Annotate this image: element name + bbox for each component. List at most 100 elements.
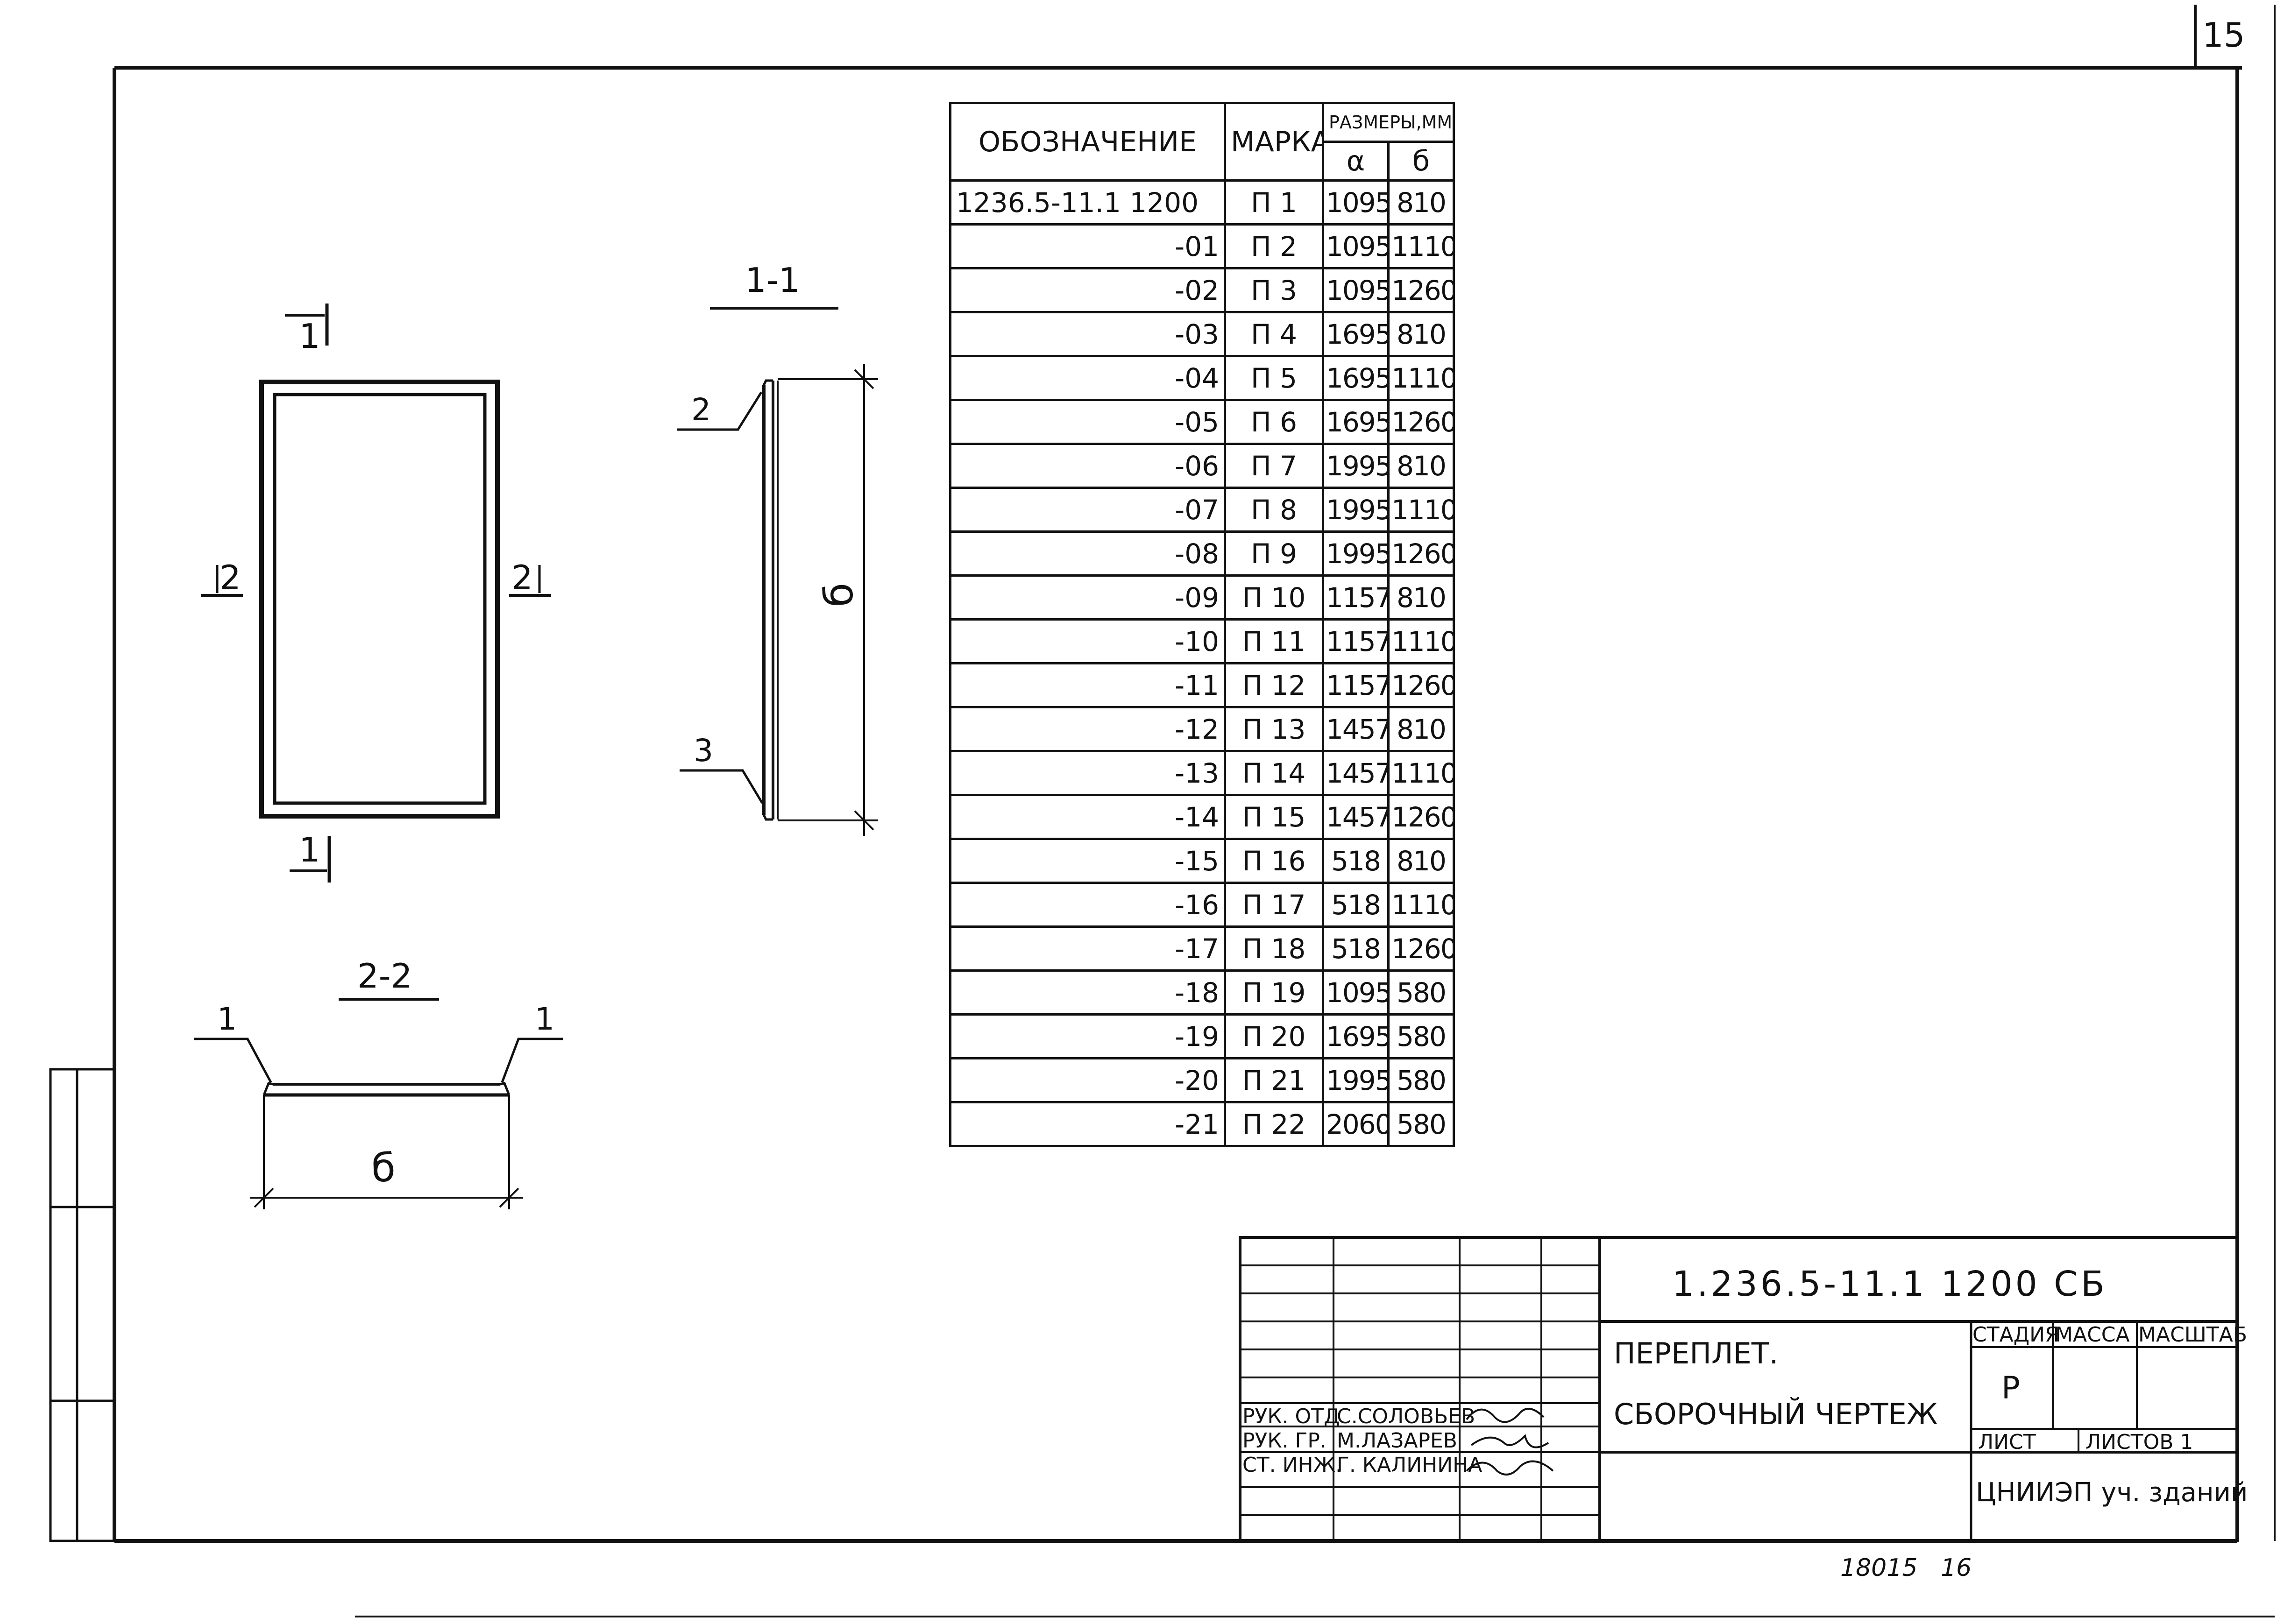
designation-cell: -19 bbox=[949, 1013, 1226, 1059]
dimension-b-cell: 1110 bbox=[1387, 223, 1455, 269]
designation-cell: -01 bbox=[949, 223, 1226, 269]
mark-cell: П 6 bbox=[1224, 399, 1324, 445]
mark-cell: П 2 bbox=[1224, 223, 1324, 269]
dimension-b-cell: 1110 bbox=[1387, 750, 1455, 796]
mark-cell: П 18 bbox=[1224, 925, 1324, 972]
designation-cell: -16 bbox=[949, 882, 1226, 928]
designation-cell: -20 bbox=[949, 1057, 1226, 1103]
dimension-a-cell: 1157 bbox=[1322, 574, 1390, 621]
title-block-grid bbox=[1239, 1236, 2239, 1542]
mark-cell: П 1 bbox=[1224, 179, 1324, 226]
role-2: РУК. ГР. bbox=[1242, 1429, 1326, 1453]
dimension-a-cell: 1695 bbox=[1322, 311, 1390, 357]
dimension-a-cell: 1457 bbox=[1322, 794, 1390, 840]
mass-label: МАССА bbox=[2055, 1323, 2130, 1347]
dimension-a-cell: 1095 bbox=[1322, 223, 1390, 269]
designation-cell: -08 bbox=[949, 530, 1226, 577]
designation-cell: -03 bbox=[949, 311, 1226, 357]
position-1-right-label: 1 bbox=[535, 1001, 554, 1037]
designation-cell: -05 bbox=[949, 399, 1226, 445]
mark-cell: П 9 bbox=[1224, 530, 1324, 577]
designation-cell: -06 bbox=[949, 443, 1226, 489]
name-3: Г. КАЛИНИНА bbox=[1337, 1453, 1482, 1477]
stage-value: Р bbox=[2001, 1370, 2020, 1406]
specification-table: ОБОЗНАЧЕНИЕ МАРКА РАЗМЕРЫ,ММ α б 1236.5-… bbox=[949, 102, 1455, 1147]
header-col-a: α bbox=[1322, 141, 1390, 182]
dimension-b-cell: 810 bbox=[1387, 706, 1455, 752]
mark-cell: П 16 bbox=[1224, 838, 1324, 884]
designation-cell: -10 bbox=[949, 618, 1226, 664]
designation-cell: -17 bbox=[949, 925, 1226, 972]
dimension-b-cell: 810 bbox=[1387, 311, 1455, 357]
role-3: СТ. ИНЖ. bbox=[1242, 1453, 1342, 1477]
dimension-b-cell: 810 bbox=[1387, 838, 1455, 884]
cut-mark-right-label: 2 bbox=[511, 558, 533, 597]
mark-cell: П 8 bbox=[1224, 487, 1324, 533]
mark-cell: П 5 bbox=[1224, 355, 1324, 401]
stage-label: СТАДИЯ bbox=[1972, 1323, 2059, 1347]
sheets-label: ЛИСТОВ 1 bbox=[2085, 1430, 2193, 1454]
mark-cell: П 3 bbox=[1224, 267, 1324, 313]
sheet-number: 15 bbox=[2202, 15, 2245, 55]
mark-cell: П 4 bbox=[1224, 311, 1324, 357]
cut-mark-bottom-label: 1 bbox=[299, 830, 320, 869]
designation-cell: 1236.5-11.1 1200 bbox=[949, 179, 1226, 226]
dimension-b-cell: 580 bbox=[1387, 1057, 1455, 1103]
designation-cell: -11 bbox=[949, 662, 1226, 708]
dimension-b-cell: 1110 bbox=[1387, 487, 1455, 533]
dimension-b-cell: 1260 bbox=[1387, 662, 1455, 708]
dimension-a-cell: 518 bbox=[1322, 838, 1390, 884]
dimension-a-cell: 1095 bbox=[1322, 179, 1390, 226]
section-2-2-title: 2-2 bbox=[357, 956, 412, 996]
designation-cell: -07 bbox=[949, 487, 1226, 533]
dimension-b-cell: 1110 bbox=[1387, 882, 1455, 928]
dimension-b-label-2-2: б bbox=[371, 1145, 396, 1191]
dimension-b-cell: 810 bbox=[1387, 574, 1455, 621]
designation-cell: -04 bbox=[949, 355, 1226, 401]
section-1-1-title: 1-1 bbox=[745, 261, 800, 300]
dimension-a-cell: 1995 bbox=[1322, 1057, 1390, 1103]
header-mark: МАРКА bbox=[1224, 102, 1324, 182]
cut-mark-left-label: 2 bbox=[220, 558, 241, 597]
dimension-b-cell: 1260 bbox=[1387, 925, 1455, 972]
position-3-label: 3 bbox=[694, 733, 713, 769]
position-2-label: 2 bbox=[691, 392, 711, 428]
item-name: ПЕРЕПЛЕТ. bbox=[1614, 1336, 1778, 1370]
section-2-2-view bbox=[194, 1038, 563, 1209]
dimension-b-cell: 1110 bbox=[1387, 618, 1455, 664]
name-2: М.ЛАЗАРЕВ bbox=[1337, 1429, 1457, 1453]
dimension-b-cell: 1110 bbox=[1387, 355, 1455, 401]
dimension-a-cell: 1995 bbox=[1322, 530, 1390, 577]
mark-cell: П 22 bbox=[1224, 1101, 1324, 1147]
dimension-b-cell: 810 bbox=[1387, 179, 1455, 226]
section-1-1-view bbox=[677, 364, 878, 836]
mark-cell: П 14 bbox=[1224, 750, 1324, 796]
header-col-b: б bbox=[1387, 141, 1455, 182]
dimension-a-cell: 1995 bbox=[1322, 487, 1390, 533]
designation-cell: -18 bbox=[949, 969, 1226, 1016]
frame-plan-view bbox=[201, 304, 551, 883]
role-1: РУК. ОТД bbox=[1242, 1405, 1340, 1428]
designation-cell: -13 bbox=[949, 750, 1226, 796]
dimension-b-cell: 580 bbox=[1387, 1101, 1455, 1147]
dimension-a-cell: 1695 bbox=[1322, 355, 1390, 401]
designation-cell: -09 bbox=[949, 574, 1226, 621]
